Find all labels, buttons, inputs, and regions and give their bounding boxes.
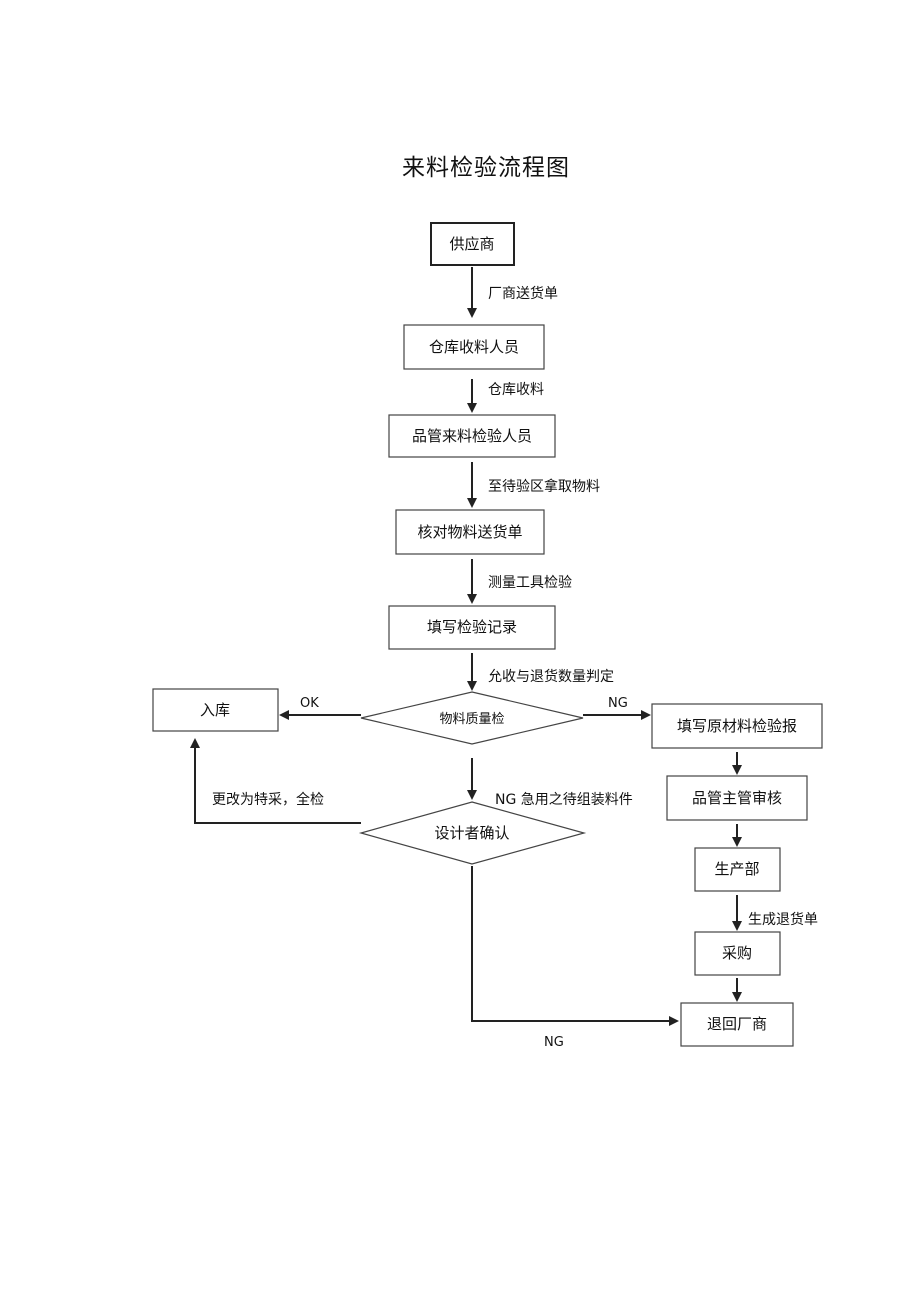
edge-label-generate-return: 生成退货单	[748, 911, 818, 928]
node-return-vendor-label: 退回厂商	[707, 1015, 767, 1033]
node-purchasing-label: 采购	[722, 944, 752, 962]
edge-label-vendor-delivery-note: 厂商送货单	[488, 285, 558, 302]
node-return-vendor: 退回厂商	[680, 1002, 794, 1047]
page-title: 来料检验流程图	[402, 155, 570, 181]
node-purchasing: 采购	[694, 931, 781, 976]
edge-designer-to-stock-in	[190, 738, 361, 824]
node-stock-in: 入库	[152, 688, 279, 732]
edge-label-warehouse-receive: 仓库收料	[488, 382, 544, 398]
node-fill-report: 填写原材料检验报	[651, 703, 823, 749]
node-qc-supervisor-review: 品管主管审核	[666, 775, 808, 821]
node-designer-confirm-label: 设计者确认	[434, 824, 509, 842]
node-warehouse-receiver: 仓库收料人员	[403, 324, 545, 370]
node-fill-report-label: 填写原材料检验报	[677, 717, 797, 735]
edge-label-ng-bottom: NG	[544, 1035, 564, 1050]
node-qc-inspector: 品管来料检验人员	[388, 414, 556, 458]
edge-label-special-full-check: 更改为特采，全检	[212, 791, 324, 808]
node-supplier: 供应商	[430, 222, 515, 266]
node-quality-check: 物料质量检	[360, 691, 584, 745]
node-quality-check-label: 物料质量检	[439, 712, 504, 727]
node-qc-inspector-label: 品管来料检验人员	[412, 427, 532, 445]
node-supplier-label: 供应商	[449, 235, 494, 253]
node-qc-supervisor-review-label: 品管主管审核	[692, 789, 782, 807]
edge-label-ng-urgent: NG 急用之待组装料件	[495, 792, 633, 808]
node-production: 生产部	[694, 847, 781, 892]
node-stock-in-label: 入库	[200, 701, 230, 719]
edge-label-fetch-material: 至待验区拿取物料	[488, 478, 600, 495]
edge-label-ng-right: NG	[608, 696, 628, 711]
node-designer-confirm: 设计者确认	[358, 801, 587, 865]
node-production-label: 生产部	[714, 860, 759, 878]
node-check-delivery-label: 核对物料送货单	[417, 523, 522, 541]
edge-label-ok: OK	[300, 696, 319, 711]
node-check-delivery: 核对物料送货单	[395, 509, 545, 555]
node-warehouse-receiver-label: 仓库收料人员	[429, 338, 519, 356]
node-fill-record: 填写检验记录	[388, 605, 556, 650]
edge-label-measure-tools: 测量工具检验	[488, 575, 572, 591]
edge-label-accept-return-qty: 允收与退货数量判定	[488, 668, 614, 685]
node-fill-record-label: 填写检验记录	[427, 618, 517, 636]
edge-designer-to-return-vendor	[471, 866, 679, 1026]
